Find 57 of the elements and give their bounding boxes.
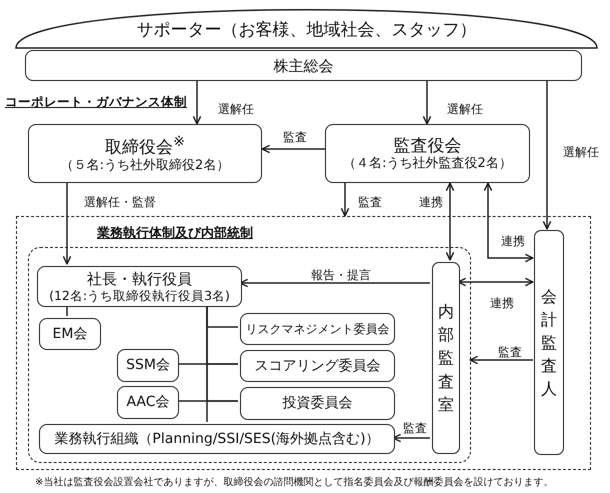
arrow: [446, 182, 454, 261]
rounded-box: [28, 124, 262, 183]
box-title: EM会: [52, 326, 88, 342]
box-title: 取締役会$^{※}$: [105, 134, 185, 158]
edge-label: 選解任: [562, 145, 600, 159]
edge-label: 選解任・監督: [83, 195, 157, 209]
arrow: [422, 81, 432, 125]
edge-label: 監査: [497, 345, 523, 359]
box-subtitle: （４名:うち社外監査役2名）: [343, 156, 512, 172]
box-subtitle: （５名:うち社外取締役2名）: [60, 158, 230, 174]
box-title: リスクマネジメント委員会: [246, 322, 390, 336]
connector-line: [206, 305, 208, 422]
rounded-box: [240, 350, 395, 382]
box-title: 業務執行組織（Planning/SSI/SES(海外拠点含む)）: [54, 430, 380, 448]
edge-label: 連携: [418, 195, 444, 209]
box-title: 投資委員会: [282, 395, 352, 412]
rounded-box: [25, 50, 582, 81]
arrow: [261, 144, 325, 154]
arrow: [542, 81, 552, 230]
rounded-box: [117, 349, 179, 382]
edge-label: 報告・提言: [310, 268, 372, 282]
rounded-box: [240, 313, 395, 345]
section-heading: 業務執行体制及び内部統制: [97, 226, 253, 242]
edge-label: 監査: [282, 130, 308, 144]
box-title: サポーター（お客様、地域社会、スタッフ）: [136, 20, 476, 40]
rounded-box: [325, 124, 530, 183]
arrow: [340, 183, 350, 217]
edge-label: 監査: [357, 195, 383, 209]
box-title: 社長・執行役員: [87, 270, 192, 288]
section-heading: コーポレート・ガバナンス体制: [4, 95, 188, 109]
rounded-box: [117, 386, 179, 419]
rounded-box: [39, 424, 395, 454]
edge-label: 選解任: [446, 102, 484, 116]
box-subtitle: (12名:うち取締役執行役員3名): [49, 288, 230, 303]
arrow: [192, 81, 202, 125]
box-title: AAC会: [126, 394, 170, 411]
edge-label: 連携: [500, 234, 526, 248]
vertical-label: 内部監査室: [438, 301, 454, 416]
box-title: 監査役会: [394, 136, 462, 156]
connector-line: [177, 400, 238, 402]
arrow: [484, 182, 534, 262]
rounded-box: [240, 387, 395, 420]
edge-label: 連携: [489, 296, 515, 310]
box-title: スコアリング委員会: [254, 358, 380, 374]
edge-label: 監査: [402, 421, 428, 435]
connector-line: [177, 363, 238, 365]
vertical-box: [534, 230, 564, 455]
vertical-label: 会計監査人: [541, 286, 557, 400]
arrow: [469, 356, 533, 364]
rounded-box: [37, 266, 242, 307]
vertical-box: [432, 262, 460, 454]
edge-label: 選解任: [217, 102, 255, 116]
box-title: SSM会: [126, 357, 170, 374]
arrow: [62, 183, 72, 265]
dashed-frame: [16, 216, 591, 470]
rounded-box: [39, 318, 101, 350]
box-title: 株主総会: [274, 56, 334, 74]
